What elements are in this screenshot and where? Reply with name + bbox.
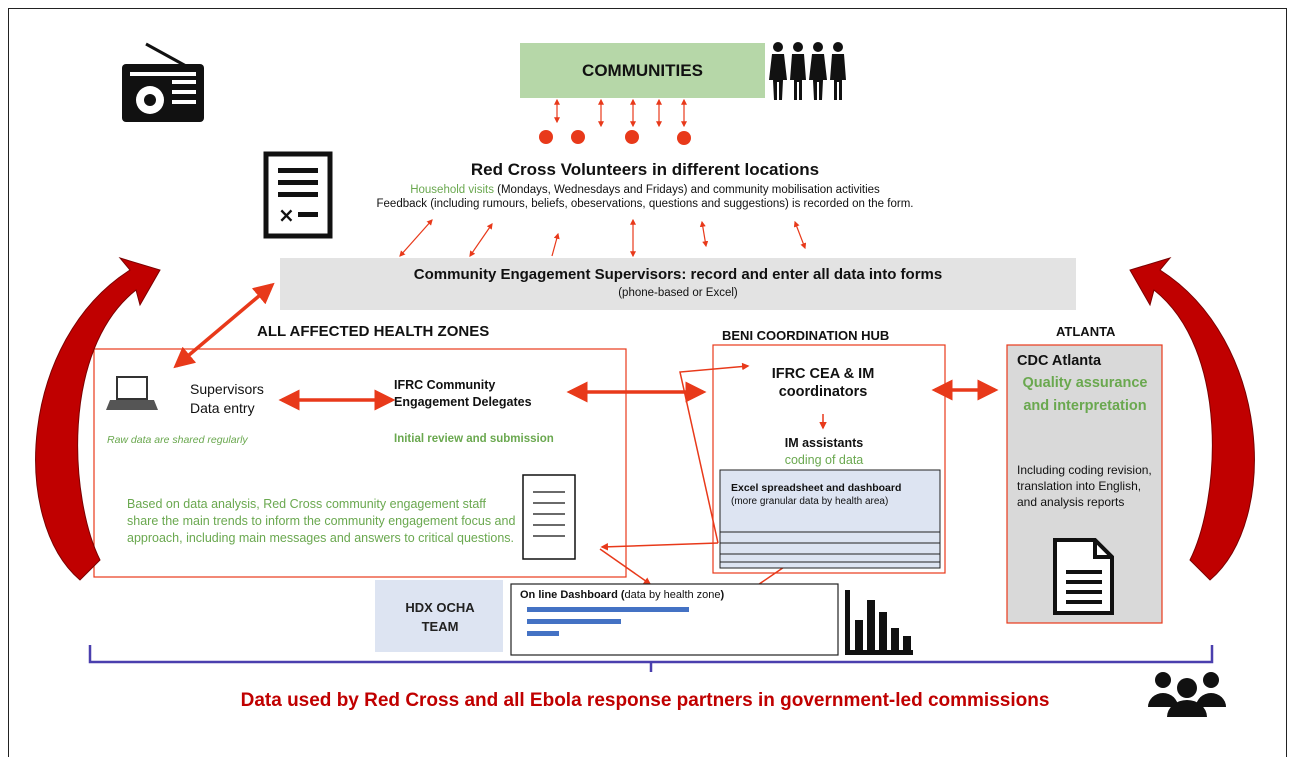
atlanta-heading: ATLANTA	[1056, 324, 1116, 339]
dashboard-title: On line Dashboard (data by health zone)	[520, 589, 724, 601]
volunteers-title: Red Cross Volunteers in different locati…	[470, 160, 820, 179]
laptop-supervisor-arrow	[173, 282, 275, 369]
people-icon	[769, 42, 846, 100]
cdc-atlanta-title: CDC Atlanta	[1017, 353, 1102, 369]
supervisors-label: Supervisors Data entry	[190, 380, 264, 418]
hdx-label: HDX OCHA TEAM	[405, 600, 475, 634]
communities-box: COMMUNITIES	[520, 43, 765, 98]
excel-box	[719, 469, 941, 569]
supervisors-label-line2: Data entry	[190, 400, 255, 416]
document-icon	[1053, 538, 1114, 615]
beni-box	[712, 344, 946, 574]
svg-text:×: ×	[278, 203, 295, 227]
dashboard-bar	[527, 619, 621, 624]
form-icon: ×	[263, 151, 333, 239]
communities-label: COMMUNITIES	[582, 60, 703, 80]
dashboard-title-end: )	[720, 589, 725, 601]
diagram-frame	[8, 8, 1287, 757]
cdc-atlanta-subtitle: Quality assurance and interpretation	[1022, 375, 1148, 414]
dashboard-title-normal: data by health zone	[624, 589, 721, 601]
supervisors-bar: Community Engagement Supervisors: record…	[280, 266, 1076, 299]
delegates-note: Initial review and submission	[394, 433, 554, 445]
right-cycle-arrow	[1129, 257, 1255, 581]
raw-data-note: Raw data are shared regularly	[107, 434, 248, 446]
cdc-atlanta-body: Including coding revision, translation i…	[1017, 463, 1152, 509]
volunteers-line2: Feedback (including rumours, beliefs, ob…	[376, 198, 914, 210]
dashboard-bars	[527, 607, 689, 636]
beni-heading: BENI COORDINATION HUB	[722, 328, 890, 343]
dashboard-bar	[527, 607, 689, 612]
excel-title: Excel spreadsheet and dashboard	[731, 482, 902, 494]
volunteers-block: Red Cross Volunteers in different locati…	[330, 160, 960, 210]
beni-coordinators: IFRC CEA & IM coordinators	[771, 366, 875, 400]
delegates-title: IFRC Community Engagement Delegates	[394, 378, 532, 409]
supervisors-bar-title: Community Engagement Supervisors: record…	[413, 266, 943, 283]
health-zones-heading: ALL AFFECTED HEALTH ZONES	[257, 323, 490, 340]
health-zones-box	[93, 348, 627, 578]
footer-text: Data used by Red Cross and all Ebola res…	[240, 690, 1050, 711]
im-assistants: IM assistants	[784, 436, 864, 450]
volunteers-line1-rest: (Mondays, Wednesdays and Fridays) and co…	[493, 184, 880, 196]
laptop-icon	[106, 376, 158, 410]
community-arrows	[554, 98, 687, 128]
volunteers-line1: Household visits (Mondays, Wednesdays an…	[330, 184, 960, 196]
dashboard-bar	[527, 631, 559, 636]
hdx-box	[375, 580, 503, 652]
bar-chart-icon	[845, 590, 913, 655]
excel-subtitle: (more granular data by health area)	[731, 496, 889, 507]
volunteer-supervisor-arrows	[399, 218, 807, 258]
household-visits: Household visits	[410, 184, 494, 196]
group-icon	[1148, 672, 1226, 717]
document-lines-icon	[522, 474, 576, 560]
coding-of-data: coding of data	[784, 453, 864, 467]
dashboard-title-bold: On line Dashboard (	[520, 589, 625, 601]
supervisors-bar-bg	[280, 258, 1076, 310]
trends-text: Based on data analysis, Red Cross commun…	[127, 497, 516, 545]
supervisors-bar-subtitle: (phone-based or Excel)	[618, 287, 738, 299]
excel-grid-lines	[720, 531, 940, 563]
left-cycle-arrow	[35, 257, 161, 581]
supervisors-label-line1: Supervisors	[190, 381, 264, 397]
radio-icon	[122, 42, 204, 122]
volunteer-dots	[539, 130, 691, 145]
